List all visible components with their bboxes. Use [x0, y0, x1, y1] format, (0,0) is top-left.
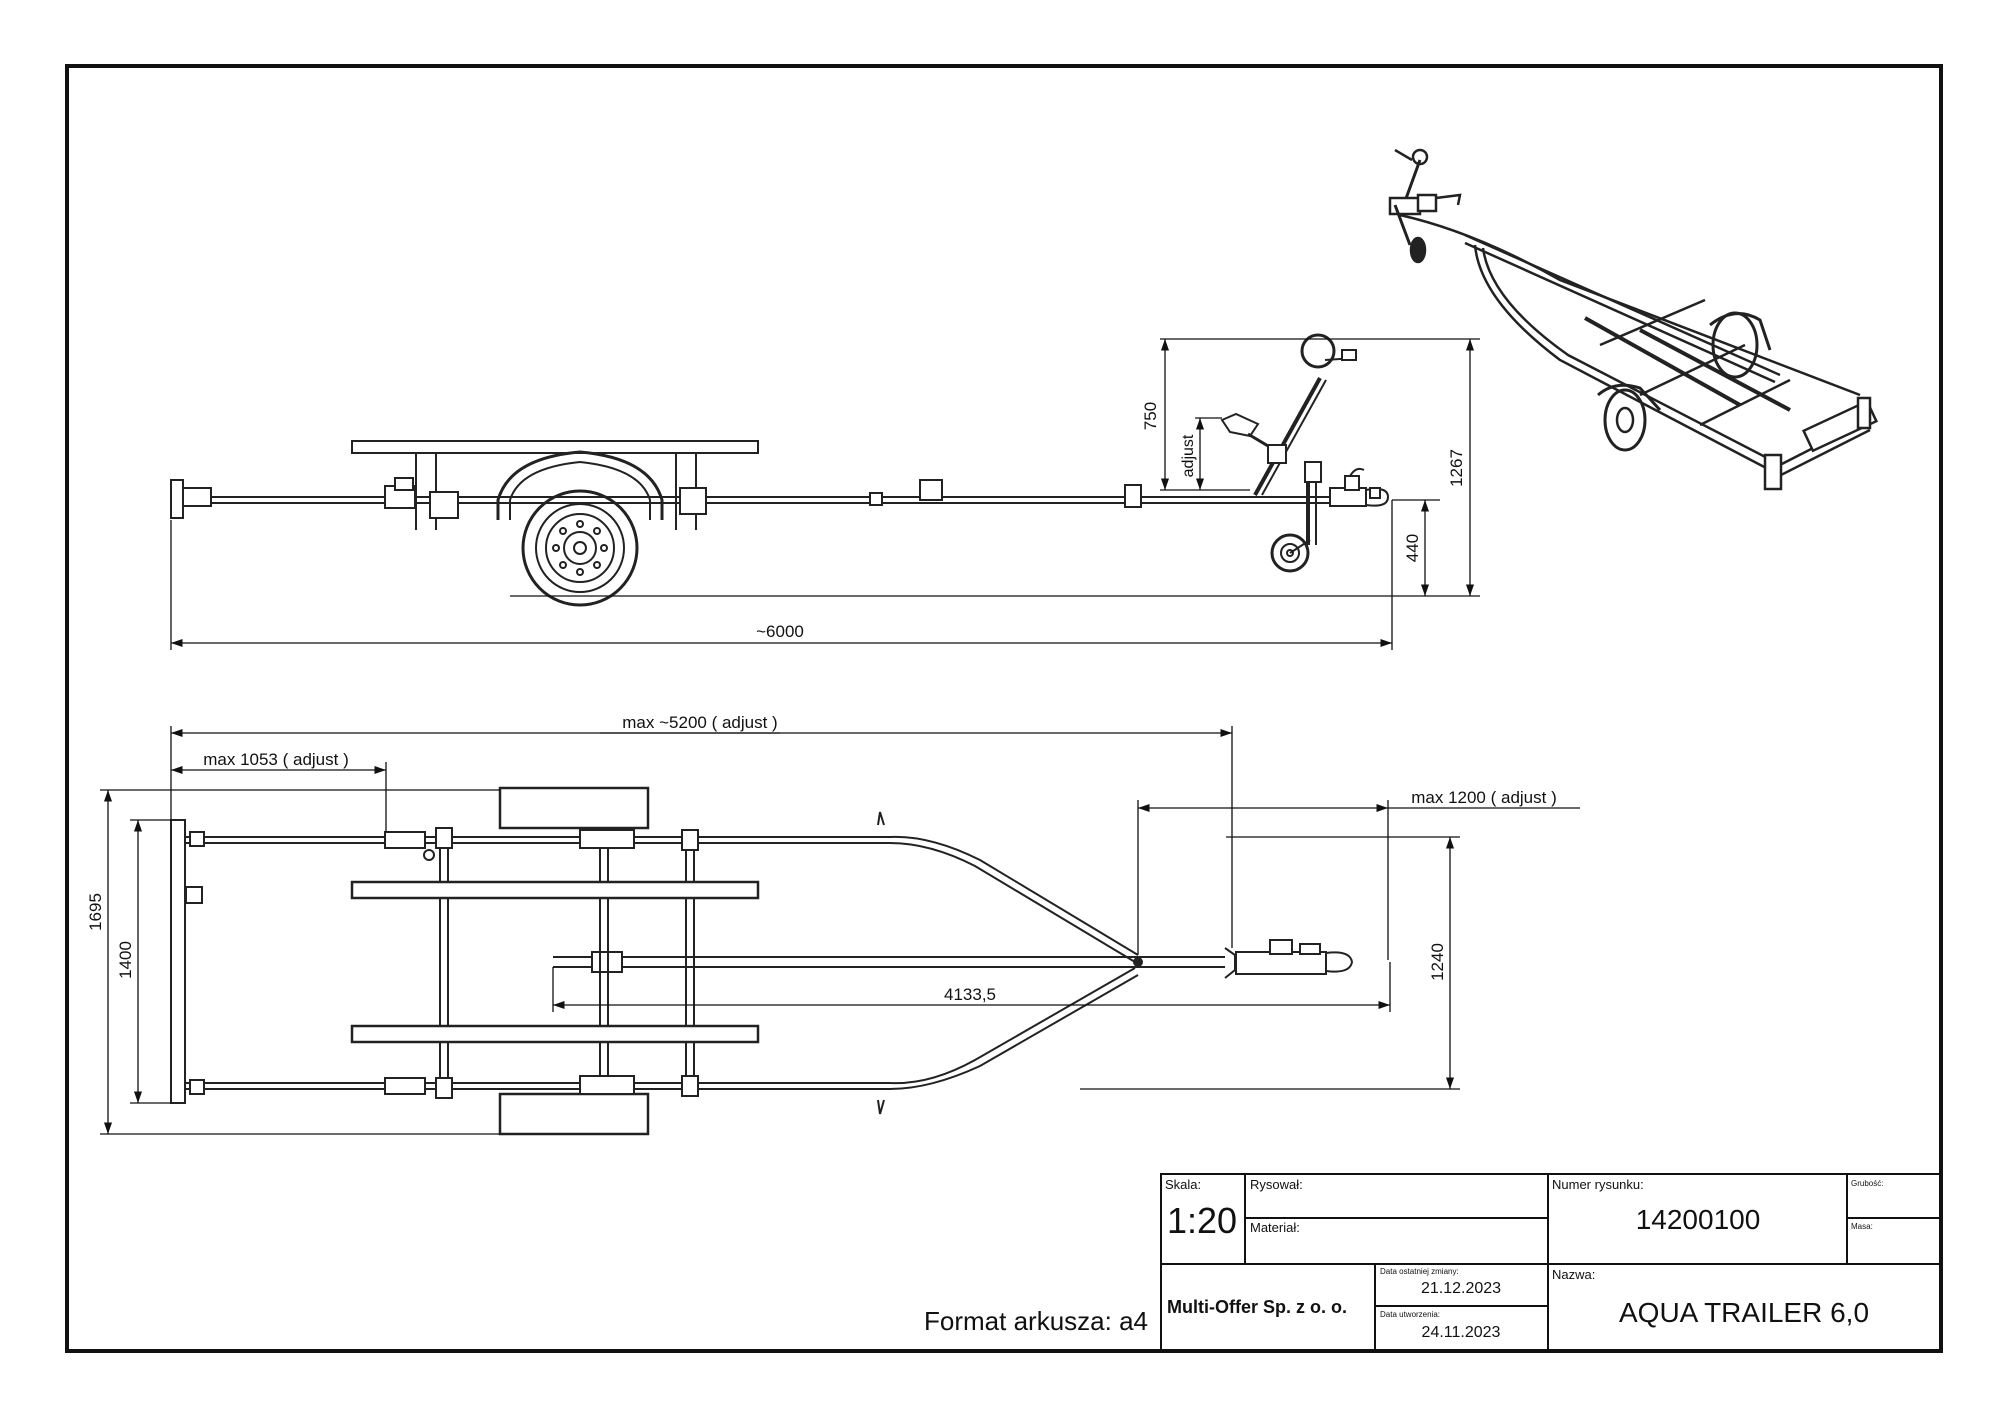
- company-name: Multi-Offer Sp. z o. o.: [1167, 1297, 1347, 1317]
- iso-wheel-near: [1603, 388, 1647, 452]
- scale-label: Skala:: [1165, 1177, 1201, 1192]
- dim-frame-width: 1240: [1428, 943, 1447, 981]
- material-label: Materiał:: [1250, 1220, 1300, 1235]
- scale-value: 1:20: [1167, 1200, 1237, 1241]
- dim-inner-width: 1400: [116, 941, 135, 979]
- wheel-top-lower: [498, 1092, 650, 1136]
- drawing-number: 14200100: [1636, 1204, 1761, 1235]
- dim-winch-height: 750: [1141, 402, 1160, 430]
- dim-front-adjust: max 1200 ( adjust ): [1411, 788, 1557, 807]
- title-block: [1160, 1173, 1942, 1352]
- dim-total-height: 1267: [1447, 449, 1466, 487]
- created-label: Data utworzenia:: [1380, 1310, 1440, 1319]
- wheel-top-upper: [498, 786, 650, 830]
- bunk-board-lower: [350, 1024, 760, 1044]
- top-view: [170, 786, 1354, 1136]
- last-change-label: Data ostatniej zmiany:: [1380, 1267, 1459, 1276]
- drawing-number-label: Numer rysunku:: [1552, 1177, 1644, 1192]
- bunk-board-upper: [350, 880, 760, 900]
- dim-overall-length: ~6000: [756, 622, 804, 641]
- name-label: Nazwa:: [1552, 1267, 1595, 1282]
- created-date: 24.11.2023: [1422, 1324, 1501, 1341]
- sheet-format: Format arkusza: a4: [924, 1306, 1148, 1336]
- isometric-view: [1388, 148, 1879, 491]
- iso-wheel-far: [1711, 311, 1759, 379]
- dim-drawbar-length: 4133,5: [944, 985, 996, 1004]
- dim-winch-adjust: adjust: [1180, 434, 1197, 477]
- bunk-board: [351, 440, 759, 454]
- rear-light-bar-top: [170, 819, 186, 1104]
- thickness-label: Grubość:: [1851, 1179, 1883, 1188]
- dim-max-length: max ~5200 ( adjust ): [622, 713, 777, 732]
- jockey-wheel: [1270, 533, 1310, 573]
- side-view-dimensions: [170, 338, 1480, 650]
- drawn-by-label: Rysował:: [1250, 1177, 1303, 1192]
- sheet-border: [65, 64, 1943, 1353]
- winch-drum: [1300, 333, 1336, 369]
- mass-label: Masa:: [1851, 1222, 1873, 1231]
- wheel-side: [521, 489, 639, 607]
- winch-post: [1253, 377, 1322, 496]
- dim-rear-adjust: max 1053 ( adjust ): [203, 750, 349, 769]
- rear-light-bar: [170, 479, 184, 519]
- drawing-name: AQUA TRAILER 6,0: [1619, 1297, 1869, 1328]
- side-view: [170, 333, 1390, 607]
- last-change-date: 21.12.2023: [1421, 1280, 1501, 1297]
- dim-hitch-height: 440: [1403, 534, 1422, 562]
- dim-overall-width: 1695: [86, 893, 105, 931]
- coupling-top: [1235, 951, 1327, 975]
- top-view-dimensions: [100, 726, 1580, 1135]
